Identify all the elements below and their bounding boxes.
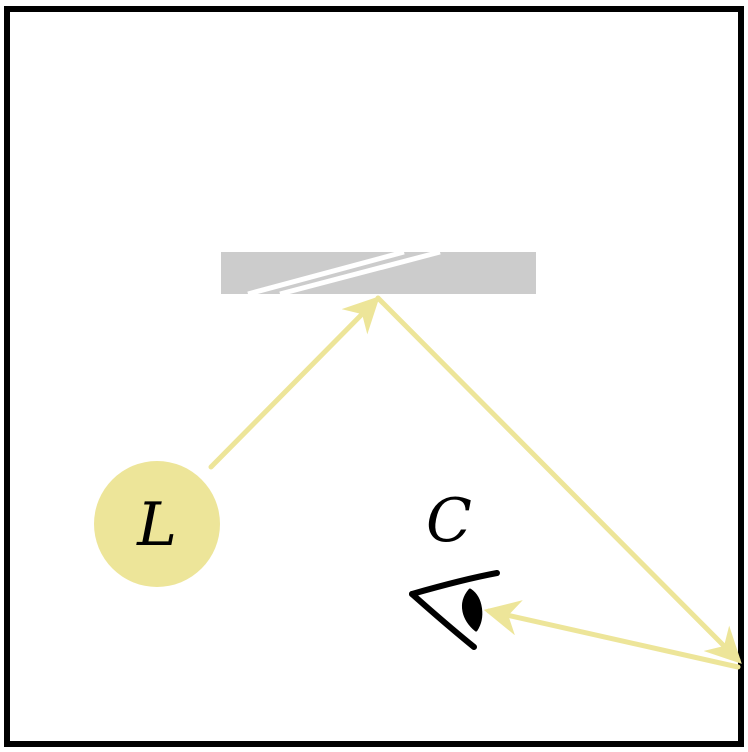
reflected-ray	[375, 295, 742, 664]
light-source-circle	[94, 461, 220, 587]
mirror-glint-2	[279, 249, 441, 297]
camera-label: C	[426, 486, 472, 556]
eye-pupil	[461, 588, 483, 632]
mirror-glint-1	[247, 249, 405, 297]
mirror	[221, 249, 536, 297]
eye-lower-lid	[409, 591, 477, 650]
light-source: L	[94, 461, 220, 587]
return-ray	[483, 600, 741, 670]
light-label: L	[136, 490, 177, 560]
light-rays	[208, 295, 742, 670]
incident-ray	[208, 296, 380, 470]
eye-upper-lid	[409, 570, 500, 597]
frame-border	[4, 6, 744, 747]
eye-icon	[409, 570, 500, 650]
